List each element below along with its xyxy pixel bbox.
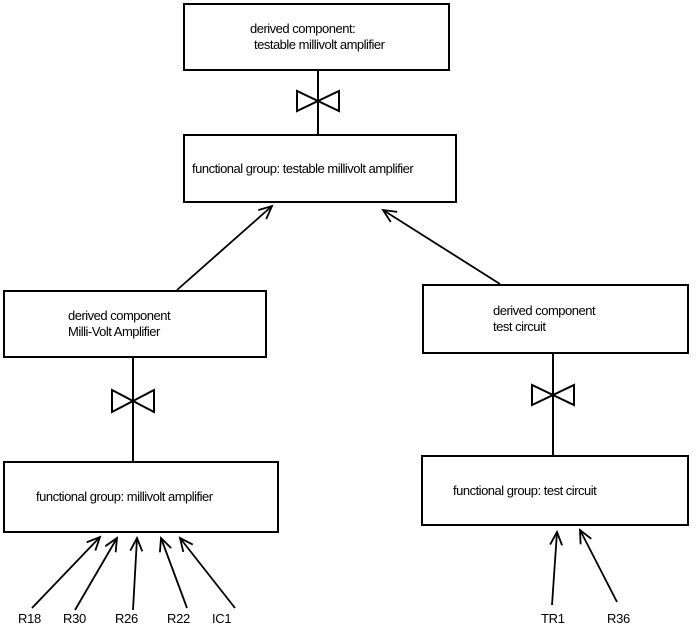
composition-arrows: [31, 204, 618, 611]
box-label-line2: test circuit: [493, 319, 546, 334]
component-label-r26: R26: [115, 611, 138, 626]
component-label-r36: R36: [607, 611, 630, 626]
component-label-ic1: IC1: [212, 611, 232, 626]
arrow-right-derived-to-top-functional: [381, 208, 501, 285]
refinement-connector-top: [296, 70, 340, 134]
component-label-tr1: TR1: [541, 611, 565, 626]
arrow-tr1: [549, 529, 563, 606]
box-label-line1: derived component: [493, 303, 596, 318]
box-derived-testable-millivolt-amplifier: derived component: testable millivolt am…: [183, 3, 450, 71]
box-label-line1: derived component:: [250, 21, 356, 36]
arrow-r26: [129, 535, 144, 611]
refinement-connector-right: [531, 353, 575, 455]
box-label: functional group: testable millivolt amp…: [192, 160, 414, 176]
box-functional-group-testable-millivolt-amplifier: functional group: testable millivolt amp…: [183, 134, 457, 203]
component-label-r18: R18: [18, 611, 41, 626]
bowtie-icon: [111, 388, 155, 414]
box-derived-test-circuit: derived component test circuit: [422, 284, 689, 354]
arrow-left-derived-to-top-functional: [176, 204, 274, 291]
box-label-line1: derived component: [68, 308, 171, 323]
arrow-r22: [159, 535, 188, 609]
bowtie-icon: [296, 89, 340, 113]
arrow-r36: [579, 528, 618, 603]
arrow-r30: [74, 536, 119, 611]
box-label-line2: Milli-Volt Amplifier: [68, 324, 160, 339]
bowtie-icon: [531, 383, 575, 407]
box-functional-group-millivolt-amplifier: functional group: millivolt amplifier: [3, 461, 279, 533]
box-label-line2: testable millivolt amplifier: [254, 37, 385, 52]
box-functional-group-test-circuit: functional group: test circuit: [421, 455, 689, 526]
box-label: functional group: test circuit: [453, 482, 597, 498]
refinement-connector-left: [111, 358, 155, 461]
box-label: functional group: millivolt amplifier: [36, 489, 213, 504]
arrow-r18: [31, 535, 102, 609]
arrow-ic1: [178, 536, 236, 609]
component-label-r22: R22: [167, 611, 190, 626]
box-derived-milli-volt-amplifier: derived component Milli-Volt Amplifier: [3, 290, 267, 358]
component-label-r30: R30: [63, 611, 86, 626]
